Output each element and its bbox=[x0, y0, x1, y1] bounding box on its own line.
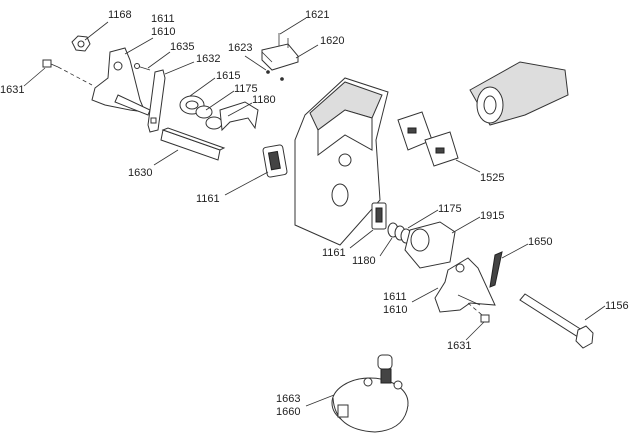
callout-1611-lower: 1611 bbox=[383, 291, 407, 303]
callout-1623: 1623 bbox=[228, 42, 252, 54]
callout-1180-lower: 1180 bbox=[352, 255, 376, 267]
callout-1631: 1631 bbox=[0, 84, 24, 96]
callout-1660: 1660 bbox=[276, 406, 300, 418]
callout-1168: 1168 bbox=[108, 9, 132, 21]
callout-1180: 1180 bbox=[252, 94, 276, 106]
callout-1610: 1610 bbox=[151, 26, 175, 38]
callout-1621: 1621 bbox=[305, 9, 329, 21]
callout-1615: 1615 bbox=[216, 70, 240, 82]
callout-1663: 1663 bbox=[276, 393, 300, 405]
callout-1161-lower: 1161 bbox=[322, 247, 346, 259]
callout-1175: 1175 bbox=[234, 83, 258, 95]
bolt-1631-bottom bbox=[467, 302, 490, 323]
clevis-1915 bbox=[404, 221, 456, 269]
lever-1632 bbox=[147, 69, 166, 133]
callout-1161: 1161 bbox=[196, 193, 220, 205]
callout-1632: 1632 bbox=[196, 53, 220, 65]
callout-1630: 1630 bbox=[128, 167, 152, 179]
callout-1611: 1611 bbox=[151, 13, 175, 25]
callout-1610-lower: 1610 bbox=[383, 304, 407, 316]
callout-1635: 1635 bbox=[170, 41, 194, 53]
callout-1525: 1525 bbox=[480, 172, 504, 184]
pad-1161-top bbox=[262, 144, 288, 178]
callout-1175-lower: 1175 bbox=[438, 203, 462, 215]
callout-1631-lower: 1631 bbox=[447, 340, 471, 352]
plates-1525 bbox=[397, 111, 459, 167]
bolt-1631-top bbox=[42, 59, 93, 86]
pin-1635 bbox=[134, 63, 151, 71]
bracket-1610-top bbox=[91, 47, 151, 116]
leader-lines bbox=[23, 17, 606, 407]
bolt-1156 bbox=[519, 293, 594, 349]
bracket-1610-bottom bbox=[434, 257, 496, 313]
brake-chamber-1660 bbox=[331, 354, 409, 433]
plate-1620 bbox=[261, 33, 299, 81]
callout-1915: 1915 bbox=[480, 210, 504, 222]
callout-1620: 1620 bbox=[320, 35, 344, 47]
pad-1161-bottom bbox=[371, 202, 387, 230]
callout-1650: 1650 bbox=[528, 236, 552, 248]
housing bbox=[294, 77, 389, 246]
callout-1156: 1156 bbox=[605, 300, 629, 312]
bushing-arm bbox=[469, 61, 569, 126]
shaft-1630 bbox=[160, 127, 226, 161]
spring-1650 bbox=[489, 251, 503, 288]
